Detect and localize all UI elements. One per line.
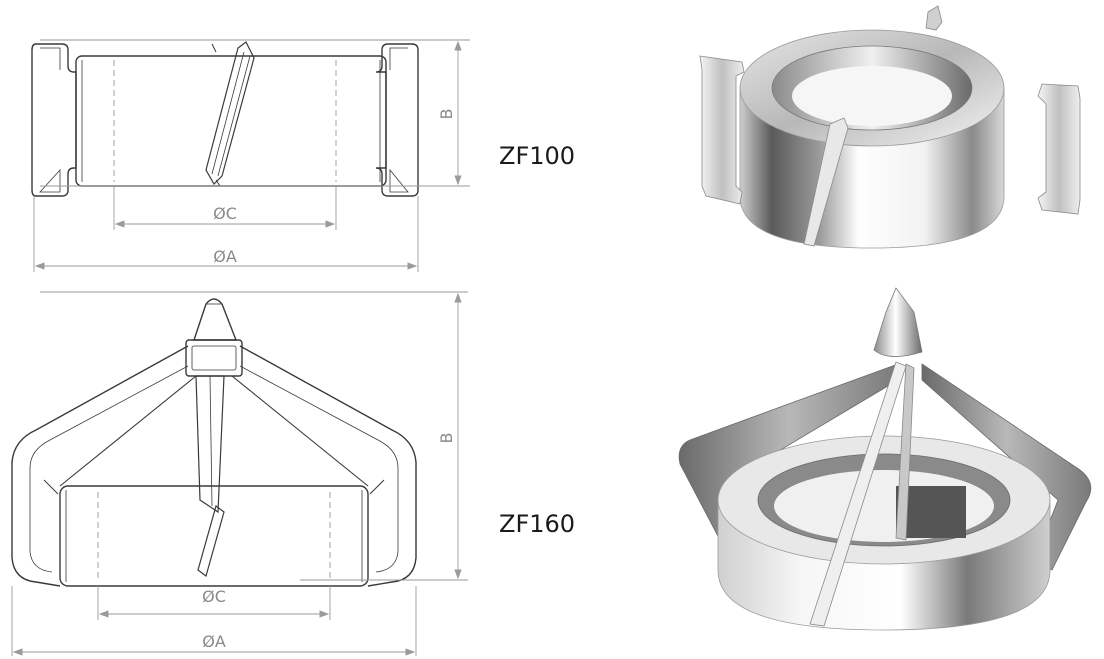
zf160-vertical-blade (195, 375, 225, 514)
zf160-ring-body (59, 485, 369, 587)
zf100-dim-c-label: ØC (213, 204, 237, 223)
zf160-hub (185, 339, 243, 377)
zf160-dim-b-label: B (437, 433, 456, 444)
zf100-top-clip-3d (925, 5, 943, 31)
zf160-left-leg (11, 345, 189, 587)
zf100-diagonal-blade (205, 41, 255, 185)
zf160-front-blade-3d (809, 361, 907, 627)
zf100-technical-drawing: ØC ØA B (31, 39, 470, 272)
model-label-zf160: ZF160 (499, 510, 576, 538)
zf160-cone-tip-3d (873, 287, 923, 357)
zf160-3d-render (678, 287, 1092, 631)
zf100-left-clip-3d (699, 55, 745, 205)
zf100-3d-render (699, 5, 1081, 249)
zf100-left-clip (31, 43, 77, 197)
zf100-right-clip-3d (1037, 83, 1081, 215)
zf160-right-leg (239, 345, 417, 587)
model-label-zf100: ZF100 (499, 142, 576, 170)
zf160-dim-a-label: ØA (202, 632, 226, 651)
zf160-center-blade-3d (895, 363, 915, 541)
zf100-dim-b-label: B (437, 109, 456, 120)
zf100-front-blade-3d (803, 117, 849, 247)
zf160-technical-drawing: ØC ØA B (11, 291, 468, 656)
zf160-lower-blade (197, 504, 225, 578)
zf100-dim-a-label: ØA (213, 247, 237, 266)
zf160-dim-c-label: ØC (202, 587, 226, 606)
zf100-right-clip (375, 43, 419, 197)
zf160-cone-tip (193, 298, 238, 341)
